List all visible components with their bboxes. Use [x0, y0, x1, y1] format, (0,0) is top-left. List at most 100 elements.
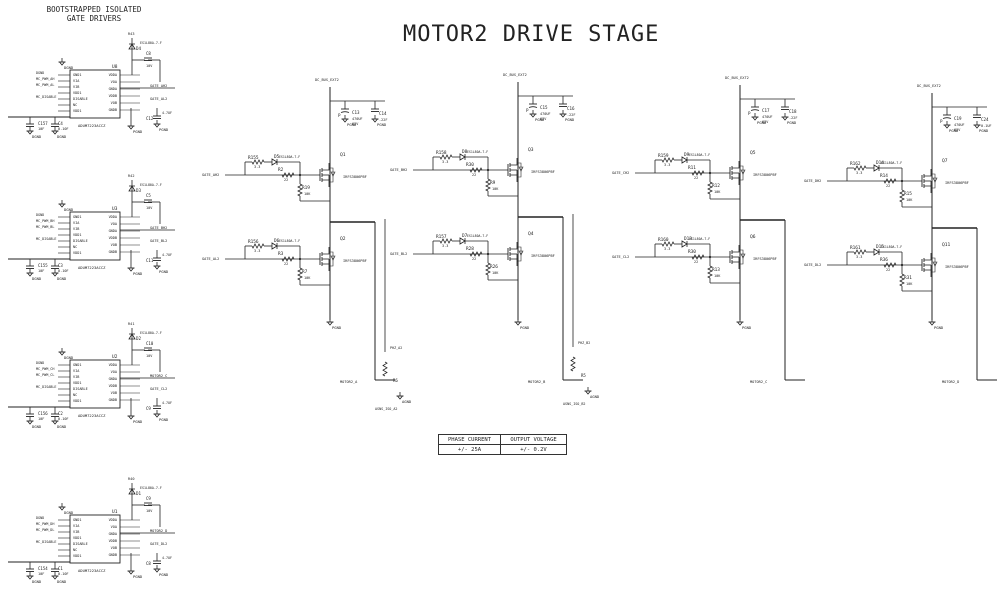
ground-label: DGND	[32, 276, 42, 281]
mosfet-body-diode	[329, 251, 334, 267]
driver-pin-left: GND1	[73, 363, 81, 367]
ground-symbol	[128, 415, 134, 420]
mosfet-part: IRFS3806PBF	[531, 170, 555, 174]
driver-net-left: DGND	[36, 71, 44, 75]
ground-label: DGND	[64, 207, 74, 212]
junction-dot	[900, 179, 904, 183]
gate-series-res-value: 22	[694, 176, 698, 180]
gate-net-label: GATE_AL2	[202, 257, 219, 261]
gate-diode-part: ES1L80A-7-F	[881, 245, 902, 249]
driver-pin-right: VOA	[111, 80, 118, 84]
resistor-symbol	[281, 256, 295, 262]
diode-symbol	[271, 242, 278, 250]
pulldown-ref: R31	[904, 275, 912, 281]
gate-driver-ic	[69, 359, 121, 409]
diode-symbol	[128, 488, 136, 495]
driver-output-net: GATE_DL2	[150, 542, 167, 546]
driver-pin-right: VDDA	[109, 363, 118, 367]
bulk-cap-value: 470UF	[954, 123, 965, 127]
bypass-cap-value: 10F	[38, 269, 44, 273]
gate-series-res-ref: R3	[278, 251, 284, 257]
gate-net-label: GATE_CH2	[612, 171, 629, 175]
decoupling-cap-ref: C14	[379, 111, 387, 116]
mosfet-source	[322, 263, 330, 271]
ground-label: PGND	[332, 325, 342, 330]
decoupling-cap-value: .22F	[789, 116, 797, 120]
gate-series-res-value: 22	[694, 260, 698, 264]
driver-pin-left: NC	[73, 393, 77, 397]
gate-series-res-value: 22	[886, 268, 890, 272]
driver-output-net: GATE_BH2	[150, 226, 167, 230]
decoupling-cap-value: 0.1UF	[981, 124, 992, 128]
bypass-cap-value: 4.7UF	[162, 111, 172, 115]
ground-label: PGND	[934, 325, 944, 330]
driver-net-left: MC_DISABLE	[36, 540, 56, 544]
dc-bus-label: DC_BUS_EXT2	[315, 78, 339, 82]
spec-header-voltage: OUTPUT VOLTAGE	[500, 434, 567, 445]
driver-pin-left: VDD1	[73, 251, 81, 255]
driver-pin-right: GNDB	[109, 398, 117, 402]
ground-symbol	[737, 321, 743, 326]
mosfet-body-diode	[931, 173, 936, 189]
driver-pin-right: GNDA	[109, 87, 118, 91]
pulldown-value: 10K	[304, 276, 311, 280]
driver-pin-left: VIA	[73, 79, 80, 83]
ground-symbol	[515, 321, 521, 326]
gate-diode-part: ES1L80A-7-F	[279, 239, 300, 243]
mosfet-source	[732, 261, 740, 269]
ground-symbol	[27, 130, 33, 135]
gate-series-res-ref: R2	[278, 167, 284, 173]
ground-symbol	[530, 113, 536, 118]
bulk-cap-ref: C17	[762, 108, 770, 113]
bootstrap-cap-value: 10V	[146, 509, 153, 513]
resistor-symbol	[661, 157, 675, 163]
ground-label: PGND	[787, 120, 797, 125]
driver-pin-left: GND1	[73, 518, 81, 522]
driver-pin-left: DISABLE	[73, 542, 88, 546]
spec-header-current: PHASE CURRENT	[437, 434, 502, 445]
resistor-symbol	[297, 267, 303, 281]
mosfet-source	[924, 185, 932, 193]
bulk-cap-value: 470UF	[540, 112, 551, 116]
junction-dot	[708, 255, 712, 259]
ground-label: DGND	[32, 134, 42, 139]
ground-symbol	[128, 267, 134, 272]
pulldown-ref: R15	[904, 191, 912, 197]
driver-output-net: GATE_CL2	[150, 387, 167, 391]
resistor-symbol	[691, 254, 705, 260]
driver-part: ADUM7223ACCZ	[78, 265, 106, 270]
driver-output-net: GATE_BL2	[150, 239, 167, 243]
driver-pin-left: DISABLE	[73, 387, 88, 391]
mosfet-ref: Q3	[528, 147, 534, 153]
sense-net-label: ASNS_ISO_A2	[375, 407, 397, 411]
gate-diode-ref: D13	[684, 236, 692, 242]
driver-pin-right: VDDB	[109, 236, 117, 240]
ground-label: DGND	[57, 276, 67, 281]
bypass-cap-value: 0.10F	[58, 127, 69, 131]
resistor-symbol	[661, 241, 675, 247]
ground-label: DGND	[64, 355, 74, 360]
ground-label: PGND	[377, 122, 387, 127]
bulk-cap-ref: C19	[954, 116, 962, 121]
driver-output-net: GATE_AH2	[150, 84, 167, 88]
polarity-mark: P	[526, 108, 529, 113]
ground-label: AGND	[590, 394, 600, 399]
driver-pin-right: GNDB	[109, 250, 117, 254]
ground-symbol	[52, 130, 58, 135]
driver-pin-left: GND1	[73, 215, 81, 219]
driver-net-left: MC_PWM_AL	[36, 83, 54, 87]
ground-label: PGND	[133, 271, 143, 276]
gate-resistor-value: 3.3	[254, 165, 260, 169]
driver-pin-right: GNDB	[109, 108, 117, 112]
driver-part: ADUM7223ACCZ	[78, 568, 106, 573]
driver-output-net: MOTOR2_D	[150, 529, 167, 533]
gate-diode-part: ES1L80A-7-F	[279, 155, 300, 159]
bulk-cap-ref: C15	[540, 105, 548, 110]
driver-pin-left: NC	[73, 548, 77, 552]
driver-net-left: MC_PWM_CH	[36, 367, 54, 371]
driver-pin-right: VOA	[111, 525, 118, 529]
ground-symbol	[59, 506, 65, 511]
resistor-symbol	[883, 262, 897, 268]
resistor-symbol	[853, 249, 867, 255]
mosfet-source	[924, 269, 932, 277]
